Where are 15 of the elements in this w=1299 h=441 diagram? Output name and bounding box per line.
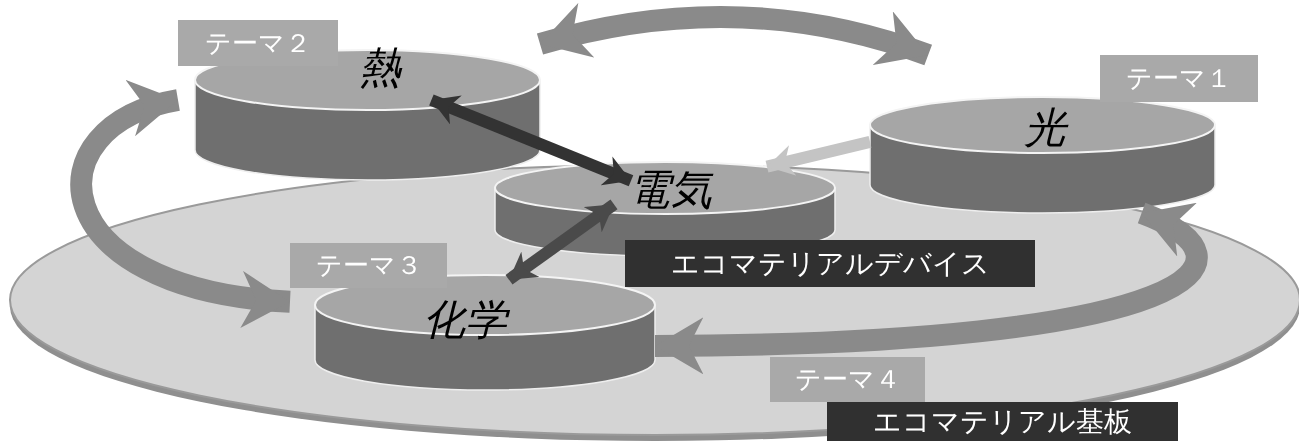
cylinder-label: 化学: [410, 292, 520, 348]
substrate-label: エコマテリアル基板: [827, 402, 1178, 441]
arrow: [654, 202, 1207, 374]
arrow: [429, 94, 634, 187]
cylinder-label: 電気: [627, 164, 715, 216]
theme-tag: テーマ１: [1100, 55, 1258, 102]
cylinder-label: 光: [1010, 100, 1080, 156]
theme-tag: テーマ４: [770, 357, 925, 402]
arrow: [537, 3, 932, 67]
theme-tag: テーマ２: [178, 20, 338, 66]
device-label: エコマテリアルデバイス: [625, 240, 1035, 287]
cylinder-label: 熱: [358, 42, 404, 94]
arrow: [505, 199, 618, 285]
arrow: [765, 136, 872, 176]
theme-tag: テーマ３: [290, 243, 447, 288]
